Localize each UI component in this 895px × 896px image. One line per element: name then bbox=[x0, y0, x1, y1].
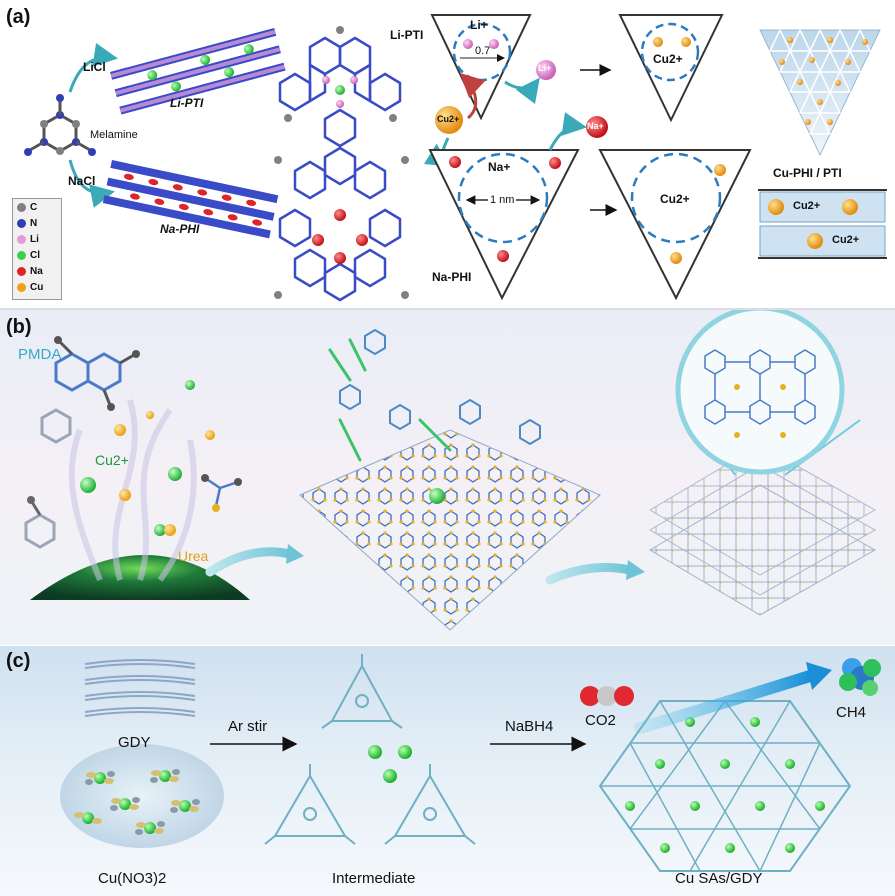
gdy-label: GDY bbox=[118, 734, 151, 751]
cu-green-balls bbox=[80, 380, 195, 536]
pore-large-label: 1 nm bbox=[488, 194, 517, 206]
melamine-label: Melamine bbox=[90, 129, 138, 141]
orange-balls bbox=[114, 411, 215, 536]
layer-cu-label-1: Cu2+ bbox=[793, 200, 821, 212]
panel-c-artwork bbox=[60, 654, 881, 872]
vapor-wisps bbox=[68, 399, 197, 582]
legend-swatch-cu bbox=[17, 283, 26, 292]
licl-arrow bbox=[68, 43, 118, 93]
co2-label: CO2 bbox=[585, 712, 616, 729]
pore-small-label: 0.7 bbox=[475, 45, 491, 57]
panel-a-tag: (a) bbox=[6, 6, 31, 28]
na-ion-out-label: Na+ bbox=[587, 121, 604, 131]
na-phi-chains bbox=[102, 160, 279, 239]
cu-sas-gdy-label: Cu SAs/GDY bbox=[675, 870, 763, 887]
panel-c-tag: (c) bbox=[6, 650, 31, 672]
cu-ion-center-label: Cu2+ bbox=[653, 52, 683, 66]
li-pti-chain-label: Li-PTI bbox=[170, 96, 204, 110]
ch4-molecule bbox=[839, 658, 881, 696]
panel-a: (a) LiCl NaCl Melamine Li-PTI Na-PHI Li-… bbox=[0, 0, 895, 305]
legend-swatch-n bbox=[17, 219, 26, 228]
nacl-label: NaCl bbox=[68, 174, 96, 188]
ch4-label: CH4 bbox=[836, 704, 867, 721]
pore-small-triangle bbox=[430, 14, 532, 121]
stacked-sheets bbox=[649, 444, 877, 616]
panel-b-artwork bbox=[24, 310, 877, 631]
legend-item-cl: Cl bbox=[17, 250, 40, 261]
panel-a-artwork bbox=[24, 14, 887, 302]
li-ion-out-label: Li+ bbox=[538, 63, 552, 73]
na-ion-out-ball bbox=[586, 116, 608, 138]
conversion-arrow bbox=[634, 670, 816, 734]
panel-b-tag: (b) bbox=[6, 316, 32, 338]
arrow-b-2 bbox=[545, 563, 635, 585]
legend-item-na: Na bbox=[17, 266, 43, 277]
comet-trails bbox=[328, 338, 452, 462]
legend-label-c: C bbox=[30, 202, 38, 213]
licl-label: LiCl bbox=[83, 60, 106, 74]
cu-ion-incoming-ball bbox=[435, 106, 463, 134]
legend-swatch-li bbox=[17, 235, 26, 244]
li-pti-structure bbox=[278, 26, 402, 148]
layer-cu-label-2: Cu2+ bbox=[832, 234, 860, 246]
legend-item-c: C bbox=[17, 202, 37, 213]
li-pti-chains bbox=[110, 28, 286, 115]
cu-ion-incoming-label: Cu2+ bbox=[437, 114, 460, 124]
cu-ion-large-label: Cu2+ bbox=[660, 192, 690, 206]
cu-nitrate-label: Cu(NO3)2 bbox=[98, 870, 167, 887]
legend-label-li: Li bbox=[30, 234, 39, 245]
legend-swatch-na bbox=[17, 267, 26, 276]
legend-item-li: Li bbox=[17, 234, 39, 245]
legend-item-cu: Cu bbox=[17, 282, 43, 293]
panel-c: (c) GDY Cu(NO3)2 Ar stir NaBH4 Intermedi… bbox=[0, 646, 895, 896]
ar-stir-label: Ar stir bbox=[228, 718, 268, 735]
na-ion-label: Na+ bbox=[488, 160, 511, 174]
cu-ion-label-b: Cu2+ bbox=[95, 452, 129, 468]
legend-item-n: N bbox=[17, 218, 37, 229]
aromatic-molecule-grey bbox=[24, 408, 72, 549]
legend-swatch-c bbox=[17, 203, 26, 212]
pmda-molecule bbox=[54, 336, 140, 411]
legend-label-cu: Cu bbox=[30, 282, 44, 293]
element-legend: C N Li Cl Na Cu bbox=[12, 198, 62, 300]
cu-large-triangle bbox=[598, 149, 752, 301]
na-phi-structure bbox=[274, 146, 409, 302]
legend-label-cl: Cl bbox=[30, 250, 40, 261]
na-phi-structure-label: Na-PHI bbox=[432, 270, 472, 284]
legend-label-na: Na bbox=[30, 266, 43, 277]
cu-network-layer bbox=[299, 429, 601, 631]
li-ion-out-ball bbox=[536, 60, 556, 80]
li-ion-label: Li+ bbox=[470, 18, 488, 32]
cu-layer-slab bbox=[758, 189, 887, 259]
cu-sas-gdy-sheet bbox=[598, 700, 852, 872]
intermediate-frames bbox=[264, 654, 476, 845]
cu-nitrate-molecules bbox=[74, 769, 200, 835]
cu-small-triangle bbox=[618, 14, 724, 123]
intermediate-label: Intermediate bbox=[332, 870, 416, 887]
li-pti-structure-label: Li-PTI bbox=[390, 28, 424, 42]
urea-label: Urea bbox=[178, 548, 209, 564]
legend-label-n: N bbox=[30, 218, 38, 229]
panel-b: (b) PMDA Cu2+ Urea bbox=[0, 308, 895, 645]
falling-molecules bbox=[339, 328, 541, 446]
pmda-label: PMDA bbox=[18, 346, 62, 363]
urea-molecule bbox=[201, 474, 242, 512]
na-phi-chain-label: Na-PHI bbox=[160, 222, 200, 236]
cu-phi-pti-pyramid bbox=[759, 29, 881, 157]
nacl-arrow bbox=[68, 159, 115, 208]
intermediate-cu-balls bbox=[368, 745, 412, 783]
zoom-magnifier bbox=[675, 310, 861, 476]
melamine-molecule bbox=[24, 94, 96, 156]
legend-swatch-cl bbox=[17, 251, 26, 260]
nabh4-label: NaBH4 bbox=[505, 718, 554, 735]
gdy-sheets bbox=[84, 659, 196, 717]
cu-phi-pti-label: Cu-PHI / PTI bbox=[773, 166, 842, 180]
co2-molecule bbox=[580, 686, 634, 706]
arrow-b-1 bbox=[205, 547, 295, 577]
